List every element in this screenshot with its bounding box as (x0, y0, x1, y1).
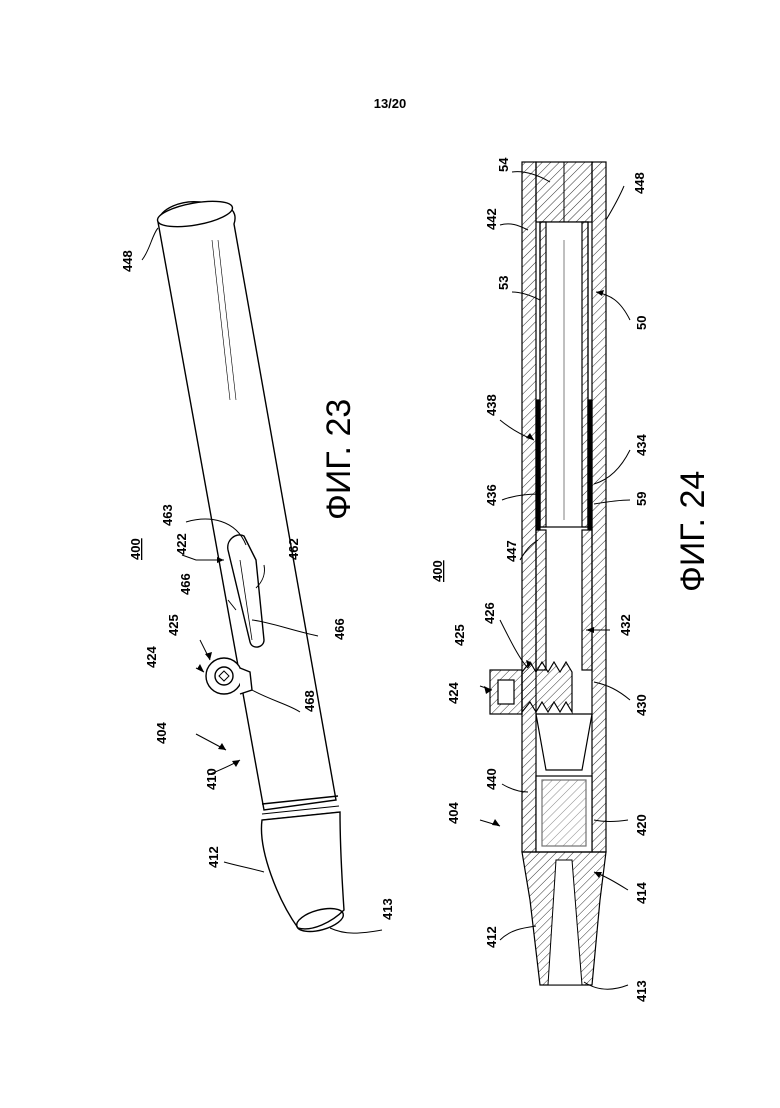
fig23-label-413: 413 (380, 898, 395, 920)
fig24-label-430: 430 (634, 694, 649, 716)
fig24-label-414: 414 (634, 882, 649, 904)
fig23-caption: ФИГ. 23 (320, 399, 358, 520)
fig23-label-425: 425 (166, 614, 181, 636)
fig24-label-425: 425 (452, 624, 467, 646)
fig24-label-420: 420 (634, 814, 649, 836)
fig24-label-448: 448 (632, 172, 647, 194)
fig24-label-442: 442 (484, 208, 499, 230)
fig24-label-440: 440 (484, 768, 499, 790)
fig24-label-50: 50 (634, 316, 649, 330)
fig24-label-400: 400 (430, 560, 445, 582)
fig24-label-424: 424 (446, 682, 461, 704)
fig24-label-426: 426 (482, 602, 497, 624)
fig23-label-462: 462 (286, 538, 301, 560)
fig24-label-436: 436 (484, 484, 499, 506)
fig24-caption: ФИГ. 24 (674, 471, 712, 592)
fig24-label-432: 432 (618, 614, 633, 636)
fig23-label-412: 412 (206, 846, 221, 868)
fig24-label-447: 447 (504, 540, 519, 562)
fig23-label-466-b: 466 (332, 618, 347, 640)
fig24-label-438: 438 (484, 394, 499, 416)
fig23-label-400: 400 (128, 538, 143, 560)
fig24-label-59: 59 (634, 492, 649, 506)
fig24-label-434: 434 (634, 434, 649, 456)
fig23-label-404: 404 (154, 722, 169, 744)
fig24-label-54: 54 (496, 157, 511, 172)
fig24-label-412: 412 (484, 926, 499, 948)
fig23-label-422: 422 (174, 533, 189, 555)
page-number: 13/20 (374, 96, 407, 111)
fig23-drawing (156, 197, 346, 936)
fig23-label-410: 410 (204, 768, 219, 790)
fig23-label-466-a: 466 (178, 573, 193, 595)
fig23-label-448: 448 (120, 250, 135, 272)
fig23-label-424: 424 (144, 646, 159, 668)
fig24-label-404: 404 (446, 802, 461, 824)
fig23-label-463: 463 (160, 504, 175, 526)
fig24-label-53: 53 (496, 276, 511, 290)
fig24-label-413: 413 (634, 980, 649, 1002)
fig23-label-468: 468 (302, 690, 317, 712)
